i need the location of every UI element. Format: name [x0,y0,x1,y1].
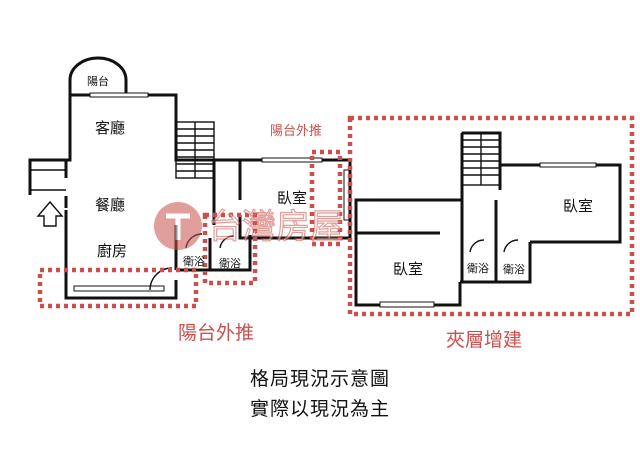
room-label-bedroom-1: 臥室 [277,189,307,207]
mezzanine-addition-box [347,115,635,317]
watermark: 台灣房屋 [154,202,345,250]
note-actual-condition: 實際以現況為主 [249,398,390,420]
room-label-bath-2: 衛浴 [219,257,241,270]
room-label-living: 客廳 [95,119,125,137]
right-unit-walls [354,131,622,308]
room-label-bath-4: 衛浴 [503,263,525,276]
up-arrow-icon [36,200,64,227]
annotation-mezzanine-addition: 夾層增建 [446,329,522,351]
annotation-balcony-extension-top: 陽台外推 [270,124,322,139]
room-label-balcony: 陽台 [87,74,109,88]
room-label-bedroom-3: 臥室 [563,197,593,215]
room-label-dining: 餐廳 [95,196,125,214]
watermark-text: 台灣房屋 [208,207,344,247]
balcony-extension-middle-box [202,212,258,286]
room-label-bath-1: 衛浴 [183,255,205,268]
room-label-bedroom-2: 臥室 [393,260,423,278]
annotation-balcony-extension-bottom: 陽台外推 [178,322,254,344]
stairs-icon [461,132,501,186]
room-label-kitchen: 廚房 [97,242,127,260]
balcony-extension-top-box [309,149,343,247]
note-layout-diagram: 格局現況示意圖 [249,368,390,390]
room-label-bath-3: 衛浴 [467,262,489,275]
stairs-icon [175,121,215,179]
